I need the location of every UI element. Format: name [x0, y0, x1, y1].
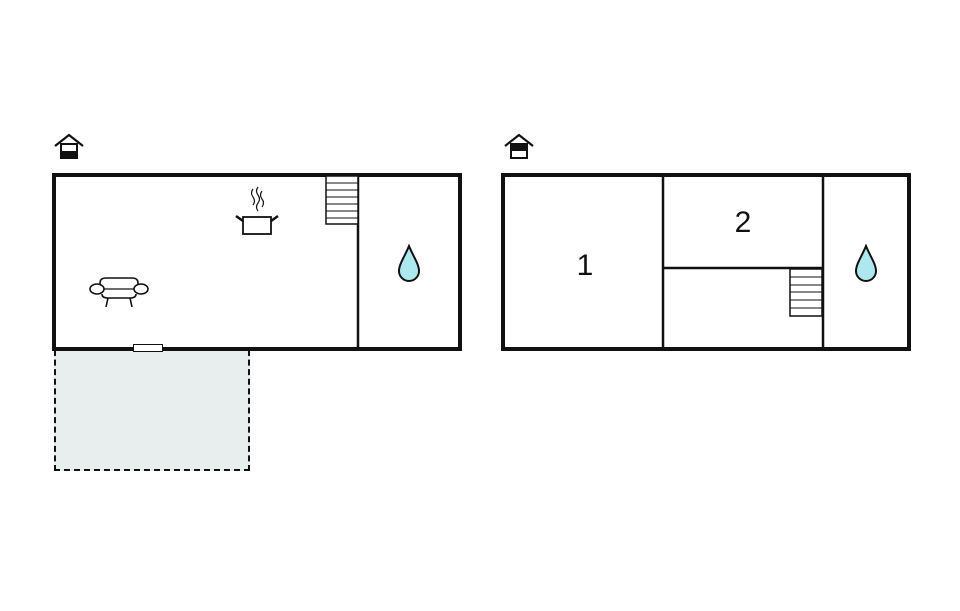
house-ground-floor-icon: [54, 133, 84, 159]
water-drop-icon: [854, 244, 878, 282]
cooking-pot-icon: [235, 186, 279, 235]
upper-floor-walls: [501, 173, 911, 351]
stairs-icon: [325, 176, 359, 225]
house-upper-floor-icon: [504, 133, 534, 159]
stairs-icon: [789, 269, 823, 317]
terrace-area: [54, 350, 250, 471]
ground-floor-plan: [52, 133, 462, 471]
upper-floor-plan: 1 2: [480, 0, 960, 611]
door: [133, 344, 163, 352]
water-drop-icon: [397, 244, 421, 282]
room-label-2: 2: [734, 206, 752, 239]
armchair-icon: [89, 277, 149, 308]
room-label-1: 1: [576, 249, 594, 282]
